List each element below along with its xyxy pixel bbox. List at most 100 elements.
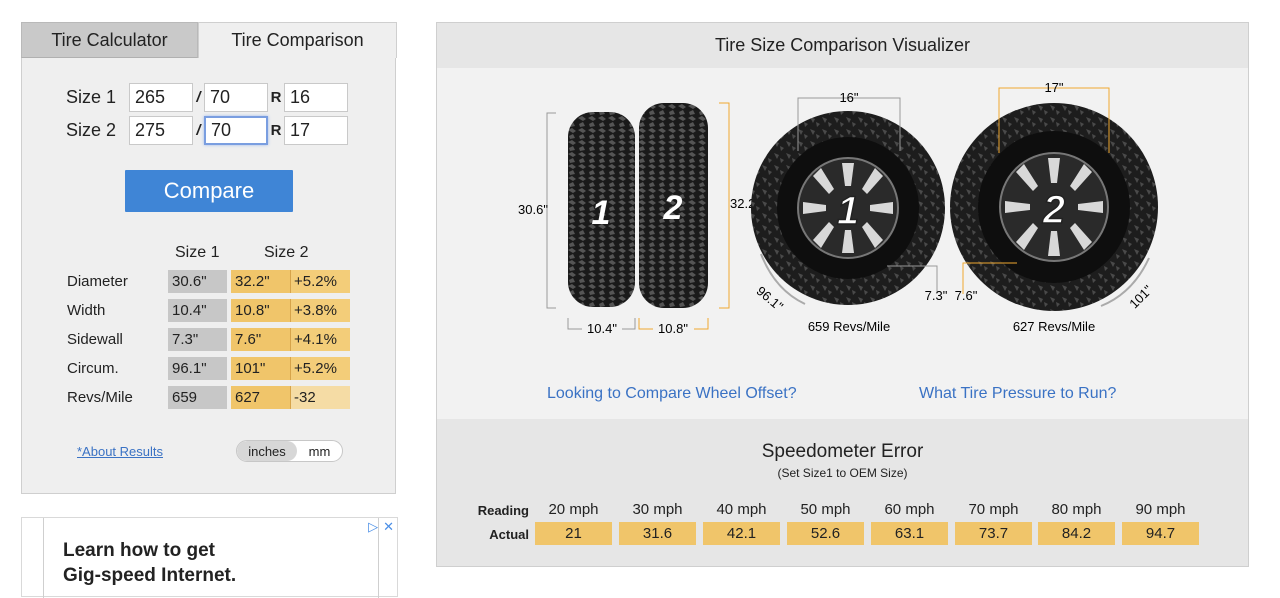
rim-2-label: 17" — [1044, 80, 1063, 95]
rim-separator: R — [270, 122, 282, 139]
reading-cell: 30 mph — [632, 501, 683, 518]
close-icon[interactable]: ✕ — [383, 519, 394, 534]
front-view-tire-2: 2 — [950, 103, 1158, 311]
result-row-revs-mile: Revs/Mile 659 627 -32 — [67, 386, 350, 409]
result-size2-value: 10.8" — [231, 299, 291, 322]
tire-2-spokes — [1005, 158, 1103, 256]
about-results-link[interactable]: *About Results — [77, 444, 163, 459]
rim-separator: R — [270, 89, 282, 106]
result-size1-value: 659 — [168, 386, 227, 409]
result-label: Diameter — [67, 273, 128, 290]
visualizer-area: 1 2 30.6" 32.2" 10.4" 10.8" — [437, 68, 1248, 419]
ad-choices: ▷ ✕ — [368, 519, 394, 535]
ad-choices-icon[interactable]: ▷ — [368, 519, 379, 534]
result-diff-value: +5.2% — [291, 270, 350, 293]
tire-diagram: 1 2 30.6" 32.2" 10.4" 10.8" — [518, 80, 1158, 336]
sidewall-2-label: 7.6" — [955, 288, 978, 303]
result-row-circumference: Circum. 96.1" 101" +5.2% — [67, 357, 350, 380]
revs-1-label: 659 Revs/Mile — [808, 319, 890, 334]
sidewall-1-dimension-line — [887, 265, 938, 293]
sidewall-2-dimension-line — [962, 262, 1017, 294]
tire-1-number: 1 — [592, 194, 611, 232]
size2-row: Size 2 / R — [66, 116, 348, 145]
result-size2-value: 101" — [231, 357, 291, 380]
tire-1-side-shape — [568, 112, 635, 307]
size1-rim-input[interactable] — [284, 83, 348, 112]
size1-width-input[interactable] — [129, 83, 193, 112]
result-diff-value: +5.2% — [291, 357, 350, 380]
speedometer-error-title: Speedometer Error — [761, 441, 924, 462]
ad-line-2: Gig-speed Internet. — [63, 565, 237, 586]
reading-row-label: Reading — [477, 503, 529, 518]
unit-mm-option[interactable]: mm — [308, 443, 331, 459]
result-row-width: Width 10.4" 10.8" +3.8% — [67, 299, 350, 322]
tire-pressure-link[interactable]: What Tire Pressure to Run? — [919, 385, 1117, 402]
reading-cell: 60 mph — [884, 501, 935, 518]
front-view-tire-1: 1 — [751, 111, 945, 305]
tire-2-front-number: 2 — [1042, 188, 1065, 232]
slash-separator: / — [196, 122, 201, 139]
width-2-dimension-line-right — [694, 318, 709, 330]
diameter-2-dimension-line — [719, 102, 730, 309]
result-label: Sidewall — [67, 331, 123, 348]
tire-1-front-number: 1 — [837, 189, 859, 233]
tab-tire-comparison[interactable]: Tire Comparison — [198, 22, 397, 58]
result-size1-value: 96.1" — [168, 357, 227, 380]
ad-content: Learn how to get Gig-speed Internet. — [43, 518, 379, 598]
width-1-dimension-line-left — [567, 318, 582, 330]
circumference-2-arc — [1100, 257, 1150, 307]
compare-button[interactable]: Compare — [125, 170, 293, 212]
result-size1-value: 7.3" — [168, 328, 227, 351]
slash-separator: / — [196, 89, 201, 106]
size1-row: Size 1 / R — [66, 83, 348, 112]
actual-cell: 21 — [535, 522, 612, 545]
side-view-tire-2: 2 — [639, 103, 708, 308]
reading-cell: 70 mph — [968, 501, 1019, 518]
result-diff-value: -32 — [291, 386, 350, 409]
tab-tire-calculator[interactable]: Tire Calculator — [21, 22, 198, 58]
wheel-offset-link[interactable]: Looking to Compare Wheel Offset? — [547, 385, 797, 402]
tire-2-side-shape — [639, 103, 708, 308]
size1-label: Size 1 — [66, 87, 117, 107]
rim-1-dimension-line — [797, 97, 901, 151]
tire-2-number: 2 — [663, 189, 683, 227]
ad-line-1: Learn how to get — [63, 540, 215, 561]
ad-text: Learn how to get Gig-speed Internet. — [63, 538, 236, 588]
result-size1-value: 30.6" — [168, 270, 227, 293]
unit-inches-option[interactable]: inches — [237, 441, 297, 461]
side-view-tire-1: 1 — [568, 112, 635, 307]
result-label: Circum. — [67, 360, 119, 377]
reading-cell: 80 mph — [1051, 501, 1102, 518]
actual-cell: 42.1 — [703, 522, 780, 545]
size2-width-input[interactable] — [129, 116, 193, 145]
result-label: Width — [67, 302, 106, 319]
rim-1-label: 16" — [839, 90, 858, 105]
width-2-dimension-line-left — [638, 318, 653, 330]
diameter-1-dimension-line — [546, 112, 556, 309]
visualizer-title: Tire Size Comparison Visualizer — [714, 35, 971, 55]
size2-aspect-input[interactable] — [204, 116, 268, 145]
actual-cell: 84.2 — [1038, 522, 1115, 545]
results-col1-header: Size 1 — [175, 244, 220, 261]
visualizer-panel: Tire Size Comparison Visualizer 1 — [436, 22, 1249, 567]
result-row-sidewall: Sidewall 7.3" 7.6" +4.1% — [67, 328, 350, 351]
circumference-1-arc — [760, 253, 806, 305]
actual-cell: 63.1 — [871, 522, 948, 545]
actual-cell: 52.6 — [787, 522, 864, 545]
result-diff-value: +4.1% — [291, 328, 350, 351]
diameter-1-label: 30.6" — [518, 202, 548, 217]
reading-cell: 40 mph — [716, 501, 767, 518]
actual-cell: 73.7 — [955, 522, 1032, 545]
size1-aspect-input[interactable] — [204, 83, 268, 112]
result-size2-value: 7.6" — [231, 328, 291, 351]
reading-cell: 50 mph — [800, 501, 851, 518]
results-col2-header: Size 2 — [264, 244, 309, 261]
size2-label: Size 2 — [66, 120, 117, 140]
actual-row-label: Actual — [489, 527, 529, 542]
result-row-diameter: Diameter 30.6" 32.2" +5.2% — [67, 270, 350, 293]
advertisement[interactable]: Learn how to get Gig-speed Internet. ▷ ✕ — [21, 517, 398, 598]
size2-rim-input[interactable] — [284, 116, 348, 145]
result-size2-value: 32.2" — [231, 270, 291, 293]
unit-toggle: inches mm — [236, 440, 343, 462]
rim-2-dimension-line — [998, 87, 1110, 153]
